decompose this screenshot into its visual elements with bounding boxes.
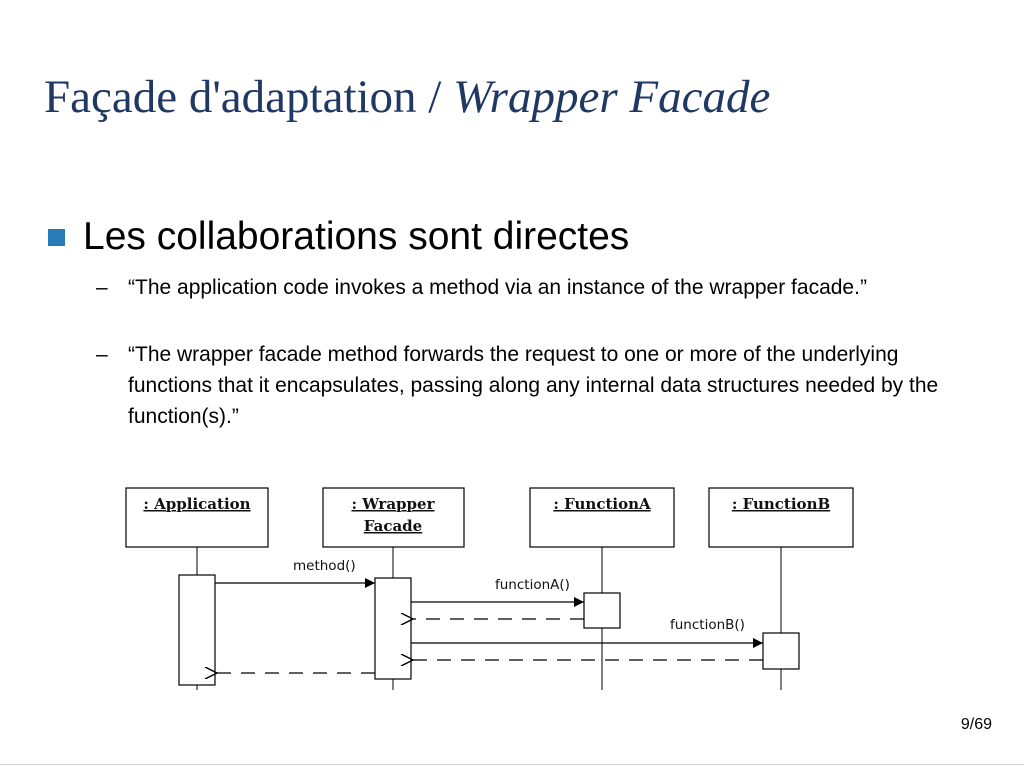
message-label: functionB() — [670, 617, 745, 633]
sub-bullet-text: “The wrapper facade method forwards the … — [128, 343, 939, 428]
sub-bullet-text: “The application code invokes a method v… — [128, 276, 867, 299]
activation-wrapper-facade — [374, 577, 412, 680]
message-label: functionA() — [495, 577, 570, 593]
activation-function-b — [762, 632, 800, 670]
message-function-a: functionA() — [411, 577, 584, 607]
participant-label: : Application — [143, 495, 250, 513]
title-text: Façade d'adaptation / — [44, 71, 454, 123]
message-method: method() — [215, 558, 375, 588]
participant-label: : Wrapper — [352, 495, 436, 513]
participant-application: : Application — [125, 487, 269, 548]
sub-bullet-2: – “The wrapper facade method forwards th… — [96, 339, 976, 432]
activation-application — [178, 574, 216, 686]
message-function-b: functionB() — [411, 617, 763, 648]
message-label: method() — [293, 558, 356, 574]
participant-label-line2: Facade — [364, 517, 422, 535]
activation-bars — [178, 574, 800, 686]
slide-title: Façade d'adaptation / Wrapper Facade — [44, 70, 770, 124]
page-number: 9/69 — [960, 716, 992, 733]
activation-function-a — [583, 592, 621, 629]
square-bullet-icon — [48, 228, 65, 246]
dash-icon: – — [96, 276, 108, 299]
participant-label: : FunctionB — [732, 495, 830, 513]
participant-wrapper-facade: : Wrapper Facade — [322, 487, 465, 548]
sub-bullet-1: – “The application code invokes a method… — [96, 272, 976, 303]
participant-function-b: : FunctionB — [708, 487, 854, 548]
main-bullet-text: Les collaborations sont directes — [83, 215, 630, 258]
participant-label: : FunctionA — [553, 495, 651, 513]
main-bullet: Les collaborations sont directes — [48, 214, 629, 261]
participant-function-a: : FunctionA — [529, 487, 675, 548]
footer-divider — [0, 764, 1024, 765]
title-italic-text: Wrapper Facade — [453, 71, 771, 123]
dash-icon: – — [96, 343, 108, 366]
